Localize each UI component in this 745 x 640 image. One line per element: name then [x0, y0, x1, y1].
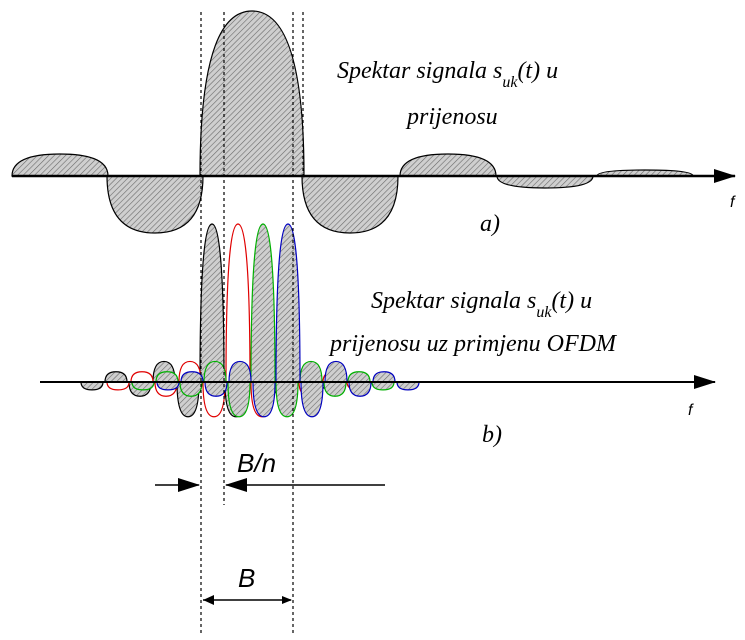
- subcarrier-side-lobe: [323, 381, 347, 397]
- subcarrier-side-lobe: [179, 381, 203, 397]
- panel-a-title: Spektar signala suk(t) u: [337, 58, 558, 91]
- panel-b-axis-label: f: [688, 402, 694, 419]
- panel-a-title-line2: prijenosu: [405, 104, 498, 130]
- subcarrier-main-lobe: [250, 223, 276, 383]
- panel-a-lobe: [11, 153, 109, 177]
- subcarrier-side-lobe: [204, 381, 228, 397]
- subcarrier-side-lobe: [300, 381, 324, 418]
- subcarrier-side-lobe: [156, 381, 180, 391]
- panel-a-lobe: [199, 10, 305, 177]
- bandwidth-arrow-left-head: [203, 595, 214, 605]
- subchannel-width-label: B/n: [237, 448, 276, 478]
- panel-b-title-line2: prijenosu uz primjenu OFDM: [328, 331, 618, 357]
- panel-b-label: b): [482, 422, 502, 448]
- subcarrier-side-lobe: [396, 381, 420, 391]
- subcarrier-side-lobe: [275, 381, 299, 418]
- subcarrier-side-lobe: [371, 381, 395, 391]
- subcarrier-side-lobe: [130, 371, 154, 383]
- subcarrier-side-lobe: [203, 360, 227, 383]
- subcarrier-side-lobe: [131, 381, 155, 391]
- subcarrier-side-lobe: [324, 360, 348, 383]
- panel-a-lobe: [399, 153, 497, 177]
- subcarrier-main-lobe: [199, 223, 225, 383]
- panel-a-label: a): [480, 211, 500, 237]
- subcarrier-side-lobe: [372, 371, 396, 383]
- subcarrier-side-lobe: [347, 371, 371, 383]
- subcarrier-main-lobe: [225, 223, 251, 383]
- panel-a-lobe: [596, 169, 694, 177]
- panel-b-subcarriers: [80, 223, 420, 418]
- panel-a-lobe: [106, 175, 204, 234]
- subcarrier-side-lobe: [180, 371, 204, 383]
- panel-a-axis-label: f: [730, 194, 736, 211]
- panel-b-title: Spektar signala suk(t) u: [371, 288, 592, 321]
- panel-a-lobe: [496, 175, 594, 189]
- subcarrier-side-lobe: [228, 360, 252, 383]
- total-bandwidth-label: B: [238, 563, 255, 593]
- subcarrier-side-lobe: [155, 371, 179, 383]
- panel-a-spectrum: [11, 10, 694, 234]
- panel-a-lobe: [301, 175, 399, 234]
- subcarrier-side-lobe: [227, 381, 251, 418]
- subcarrier-side-lobe: [252, 381, 276, 418]
- subcarrier-side-lobe: [106, 381, 130, 391]
- subcarrier-side-lobe: [348, 381, 372, 397]
- subcarrier-side-lobe: [299, 360, 323, 383]
- subcarrier-side-lobe: [104, 371, 128, 383]
- subcarrier-main-lobe: [275, 223, 301, 383]
- subcarrier-side-lobe: [202, 381, 226, 418]
- subcarrier-side-lobe: [80, 381, 104, 391]
